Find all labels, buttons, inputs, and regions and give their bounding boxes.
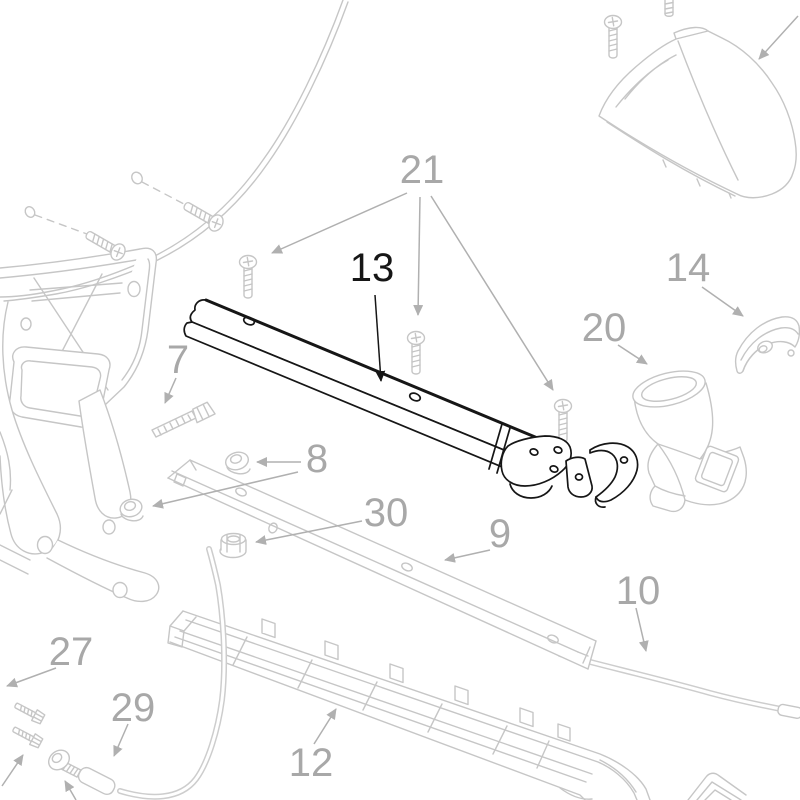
leader-lines [1, 15, 799, 800]
leader-8-b [152, 471, 299, 509]
part-21-screw-left [238, 254, 258, 299]
part-21-screw-right [553, 398, 573, 443]
small-hex-screw-2 [9, 723, 44, 750]
frame-bracket-assembly [0, 247, 160, 603]
part-label-14: 14 [666, 246, 711, 290]
part-8-bushing-a [224, 451, 251, 475]
part-label-20: 20 [582, 306, 627, 350]
top-screw-stub [664, 0, 674, 17]
part-label-29: 29 [111, 686, 156, 730]
part-8-bushing-b [119, 498, 144, 522]
leader-30 [255, 520, 363, 545]
part-label-27: 27 [49, 630, 94, 674]
part-13-pedal-arm [183, 298, 639, 508]
part-label-9: 9 [489, 512, 511, 556]
leader-13 [374, 294, 386, 382]
pilot-hole-lower [24, 206, 88, 235]
part-9-rail [167, 459, 597, 670]
leader-10 [635, 607, 649, 652]
part-label-30: 30 [364, 491, 409, 535]
part-29-cable-end [48, 749, 116, 796]
leader-20 [617, 344, 648, 365]
top-screw [603, 14, 623, 59]
part-label-8: 8 [306, 437, 328, 481]
leader-21-c [430, 195, 554, 391]
mast-tube-curve [0, 0, 349, 302]
leader-21-a [271, 192, 408, 254]
leader-14 [701, 286, 744, 317]
diagonal-screw-1 [179, 196, 227, 235]
part-label-10: 10 [616, 569, 661, 613]
part-21-screw-middle [406, 330, 426, 375]
leader-7 [164, 377, 177, 404]
part-label-12: 12 [289, 741, 334, 785]
part-7-bolt [151, 401, 216, 438]
console-cover [598, 26, 798, 199]
part-labels: 21 13 7 8 30 9 10 12 27 29 14 20 [49, 148, 711, 785]
leader-cover [758, 15, 799, 60]
part-30-nut [219, 532, 247, 559]
part-12-tread [167, 610, 651, 800]
leader-9 [444, 549, 491, 563]
cable-ferrule [777, 703, 800, 719]
part-label-7: 7 [167, 338, 189, 382]
part-14-clamp [734, 316, 800, 374]
pilot-hole-upper [131, 171, 185, 205]
part-label-13: 13 [350, 246, 395, 290]
leader-29 [113, 723, 129, 757]
leader-27 [6, 667, 57, 688]
part-20-roller [632, 370, 747, 513]
part-10-cable [48, 546, 800, 800]
part-label-21: 21 [400, 148, 445, 192]
small-hex-screw-1 [11, 699, 46, 726]
leader-cable-end [64, 780, 77, 800]
leader-21-b [413, 196, 424, 316]
leader-12 [313, 708, 337, 745]
leader-hex-screws [1, 754, 24, 787]
corner-panel-piece [687, 772, 747, 800]
